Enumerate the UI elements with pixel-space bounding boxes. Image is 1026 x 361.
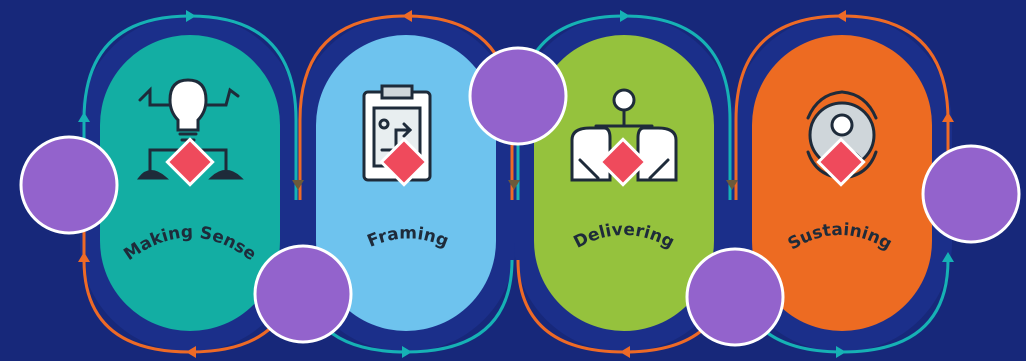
diamond-marker-1: [165, 137, 215, 187]
arrow-icon: [726, 180, 738, 190]
arrow-icon: [836, 10, 846, 22]
arrow-icon: [186, 10, 196, 22]
diamond-marker-3: [598, 137, 648, 187]
circle-markers: [19, 46, 1021, 347]
circle-marker-4: [685, 247, 785, 347]
arrow-icon: [620, 10, 630, 22]
arrow-icon: [186, 346, 196, 358]
collaboration-icon: [570, 88, 678, 182]
arrow-icon: [402, 10, 412, 22]
arrow-icon: [620, 346, 630, 358]
diamond-marker-2: [379, 137, 429, 187]
arrow-icon: [836, 346, 846, 358]
circle-marker-3: [253, 244, 353, 344]
diamond-marker-4: [816, 137, 866, 187]
arrow-icon: [942, 112, 954, 122]
arrow-icon: [402, 346, 412, 358]
arrow-icon: [78, 112, 90, 122]
circle-marker-1: [19, 135, 119, 235]
arrow-icon: [292, 180, 304, 190]
loop-arrows: [78, 10, 954, 358]
arrow-icon: [942, 252, 954, 262]
arrow-icon: [78, 252, 90, 262]
diamond-markers: [165, 137, 866, 187]
circle-marker-2: [468, 46, 568, 146]
circle-marker-5: [921, 144, 1021, 244]
arrow-icon: [508, 180, 520, 190]
